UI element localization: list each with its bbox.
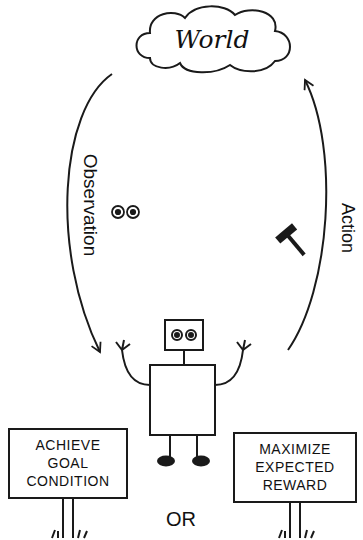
sign-post: [52, 498, 87, 538]
action-arrow: [288, 80, 326, 350]
sign-post: [279, 498, 314, 538]
sign-text: MAXIMIZE EXPECTED REWARD: [241, 440, 349, 495]
hammer-icon: [275, 223, 312, 262]
sign-text: ACHIEVE GOAL CONDITION: [16, 436, 120, 491]
cloud-outline: [136, 6, 290, 72]
arrow-label: Action: [337, 203, 358, 253]
node-title: World: [175, 25, 250, 54]
choice-label: OR: [166, 508, 196, 531]
eyes-icon: [112, 206, 139, 218]
goal-sign: ACHIEVE GOAL CONDITION: [8, 428, 128, 499]
goal-sign: MAXIMIZE EXPECTED REWARD: [233, 432, 357, 503]
robot-figure: [116, 320, 251, 466]
world-cloud: World: [130, 3, 295, 75]
observation-arrow: [67, 74, 112, 352]
arrow-label: Observation: [79, 154, 101, 256]
